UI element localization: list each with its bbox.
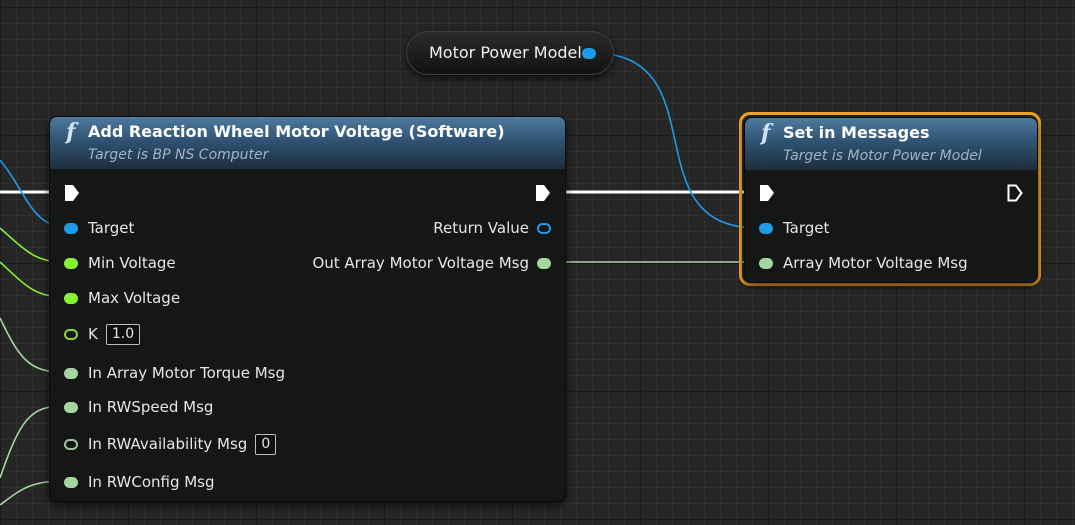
out-array-motor-voltage-pin-icon[interactable] — [537, 257, 551, 269]
in-rwspeed-label: In RWSpeed Msg — [88, 398, 214, 416]
return-value-output-pin[interactable]: Return Value — [433, 215, 551, 241]
exec-input-pin-icon[interactable] — [759, 184, 775, 202]
return-value-label: Return Value — [433, 219, 529, 237]
in-rwconfig-label: In RWConfig Msg — [88, 473, 215, 491]
return-value-pin-icon[interactable] — [537, 222, 551, 234]
min-voltage-pin-icon[interactable] — [64, 257, 78, 269]
out-array-motor-voltage-output-pin[interactable]: Out Array Motor Voltage Msg — [312, 250, 551, 276]
variable-label: Motor Power Model — [429, 43, 582, 62]
in-rwavailability-input-pin[interactable]: In RWAvailability Msg 0 — [64, 431, 277, 457]
in-rwspeed-pin-icon[interactable] — [64, 401, 78, 413]
object-wire-model-to-set-target — [591, 52, 759, 229]
set-target-input-pin[interactable]: Target — [759, 215, 829, 241]
in-rwspeed-input-pin[interactable]: In RWSpeed Msg — [64, 394, 213, 420]
function-icon: f — [761, 120, 771, 146]
max-voltage-label: Max Voltage — [88, 289, 181, 307]
in-array-motor-torque-label: In Array Motor Torque Msg — [88, 364, 285, 382]
exec-output-pin-row[interactable] — [1007, 180, 1023, 206]
add-reaction-wheel-motor-voltage-node[interactable]: f Add Reaction Wheel Motor Voltage (Soft… — [49, 116, 566, 502]
variable-output-pin[interactable] — [582, 48, 596, 59]
in-rwconfig-pin-icon[interactable] — [64, 476, 78, 488]
node-title: Set in Messages — [783, 123, 930, 142]
node-subtitle: Target is BP NS Computer — [88, 147, 269, 163]
exec-output-pin-row[interactable] — [535, 180, 551, 206]
target-input-pin[interactable]: Target — [64, 215, 134, 241]
array-motor-voltage-pin-icon[interactable] — [759, 257, 773, 269]
in-rwavailability-pin-icon[interactable] — [64, 438, 78, 450]
node-title: Add Reaction Wheel Motor Voltage (Softwa… — [88, 122, 505, 141]
exec-input-pin-icon[interactable] — [64, 184, 80, 202]
array-motor-voltage-label: Array Motor Voltage Msg — [783, 254, 968, 272]
node-subtitle: Target is Motor Power Model — [783, 148, 982, 164]
k-pin-icon[interactable] — [64, 328, 78, 340]
max-voltage-input-pin[interactable]: Max Voltage — [64, 285, 180, 311]
in-array-motor-torque-pin-icon[interactable] — [64, 367, 78, 379]
k-value-input[interactable]: 1.0 — [105, 323, 141, 345]
exec-output-pin-icon[interactable] — [1007, 184, 1023, 202]
in-rwconfig-input-pin[interactable]: In RWConfig Msg — [64, 469, 215, 495]
motor-power-model-variable-node[interactable]: Motor Power Model — [406, 31, 614, 75]
selection-outline — [739, 112, 1041, 286]
array-motor-voltage-input-pin[interactable]: Array Motor Voltage Msg — [759, 250, 968, 276]
exec-output-pin-icon[interactable] — [535, 184, 551, 202]
exec-input-pin-row[interactable] — [64, 180, 80, 206]
target-pin-icon[interactable] — [759, 222, 773, 234]
max-voltage-pin-icon[interactable] — [64, 292, 78, 304]
out-array-motor-voltage-label: Out Array Motor Voltage Msg — [312, 254, 529, 272]
in-rwavailability-value-input[interactable]: 0 — [255, 433, 277, 455]
k-label: K — [88, 325, 98, 343]
in-array-motor-torque-input-pin[interactable]: In Array Motor Torque Msg — [64, 360, 285, 386]
target-label: Target — [88, 219, 135, 237]
function-icon: f — [66, 119, 76, 145]
target-label: Target — [783, 219, 830, 237]
node-header[interactable]: f Add Reaction Wheel Motor Voltage (Soft… — [50, 117, 565, 169]
min-voltage-label: Min Voltage — [88, 254, 176, 272]
min-voltage-input-pin[interactable]: Min Voltage — [64, 250, 176, 276]
k-input-pin[interactable]: K 1.0 — [64, 321, 141, 347]
node-header[interactable]: f Set in Messages Target is Motor Power … — [745, 118, 1037, 170]
target-pin-icon[interactable] — [64, 222, 78, 234]
exec-input-pin-row[interactable] — [759, 180, 775, 206]
in-rwavailability-label: In RWAvailability Msg — [88, 435, 248, 453]
set-in-messages-node[interactable]: f Set in Messages Target is Motor Power … — [744, 117, 1038, 283]
